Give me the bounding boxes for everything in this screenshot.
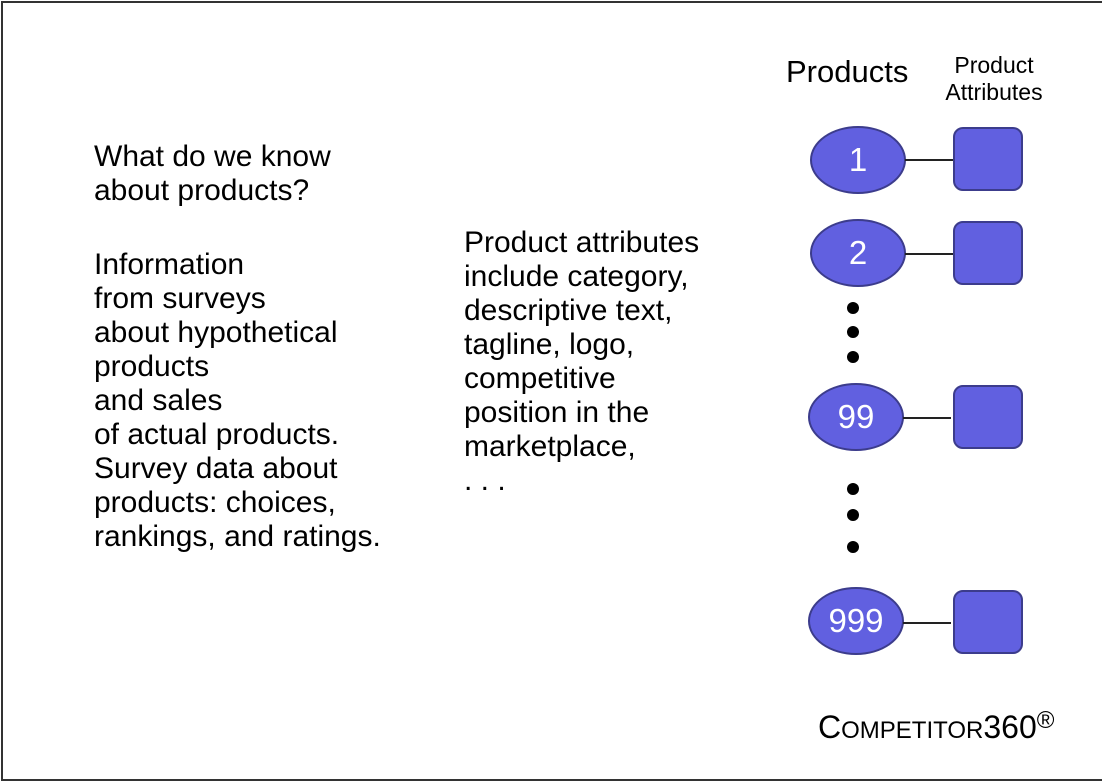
intro-body-line: rankings, and ratings. [94,520,381,553]
ellipsis-dot [847,302,859,314]
competitor360-logo: COMPETITOR360® [818,707,1055,750]
intro-heading-line-2: about products? [94,174,310,207]
attributes-line: position in the [464,396,650,429]
intro-body-line: Information [94,248,245,281]
product-node-1: 1 [810,126,906,194]
product-attributes-header: Product Attributes [935,52,1053,106]
intro-body-line: and sales [94,384,223,417]
attribute-box [953,385,1023,449]
ellipsis-dot [847,351,859,363]
attribute-box [953,127,1023,191]
intro-heading-line-1: What do we know [94,140,331,173]
intro-body-line: about hypothetical [94,316,338,349]
paragraph-gap [94,208,381,248]
attributes-line: Product attributes [464,226,700,259]
node-connector [903,417,951,419]
logo-smallcaps: OMPETITOR [841,717,984,744]
product-node-99: 99 [808,383,904,451]
intro-body-line: from surveys [94,282,266,315]
ellipsis-dot [847,326,859,338]
intro-body-line: of actual products. [94,418,340,451]
node-connector [905,159,953,161]
ellipsis-dot [847,483,859,495]
node-connector [905,253,953,255]
product-node-999: 999 [808,587,904,655]
intro-body-line: Survey data about [94,452,338,485]
attributes-line: competitive [464,362,616,395]
intro-text-block: What do we know about products? Informat… [94,140,381,554]
attributes-header-line-1: Product [954,52,1034,78]
product-node-2: 2 [810,219,906,287]
logo-initial: C [818,709,842,745]
attributes-line: descriptive text, [464,294,673,327]
node-connector [903,622,951,624]
attribute-box [953,221,1023,285]
products-header: Products [786,54,909,89]
attribute-box [953,590,1023,654]
registered-mark: ® [1036,707,1055,734]
logo-number: 360 [983,709,1037,745]
attributes-ellipsis: . . . [464,464,506,497]
attributes-line: tagline, logo, [464,328,635,361]
attributes-line: marketplace, [464,430,636,463]
intro-body-line: products [94,350,210,383]
ellipsis-dot [847,509,859,521]
attributes-line: include category, [464,260,689,293]
attributes-text-block: Product attributes include category, des… [464,226,699,498]
intro-body-line: products: choices, [94,486,336,519]
ellipsis-dot [847,541,859,553]
attributes-header-line-2: Attributes [945,79,1043,105]
